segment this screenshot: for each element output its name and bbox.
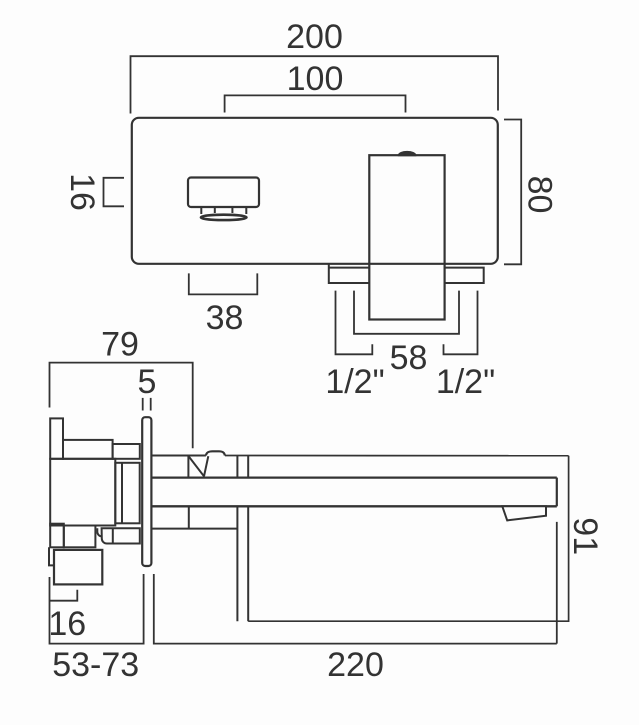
- svg-text:200: 200: [286, 18, 343, 56]
- svg-text:38: 38: [206, 299, 244, 337]
- svg-text:100: 100: [287, 60, 344, 98]
- svg-text:16: 16: [63, 173, 101, 211]
- svg-text:53-73: 53-73: [52, 646, 139, 684]
- svg-text:1/2": 1/2": [436, 363, 495, 401]
- svg-text:58: 58: [390, 339, 428, 377]
- svg-text:5: 5: [138, 363, 157, 401]
- svg-text:91: 91: [566, 517, 604, 555]
- svg-text:1/2": 1/2": [325, 363, 384, 401]
- svg-text:16: 16: [48, 605, 86, 643]
- svg-text:220: 220: [327, 646, 384, 684]
- svg-text:79: 79: [101, 326, 139, 364]
- svg-text:80: 80: [520, 176, 558, 214]
